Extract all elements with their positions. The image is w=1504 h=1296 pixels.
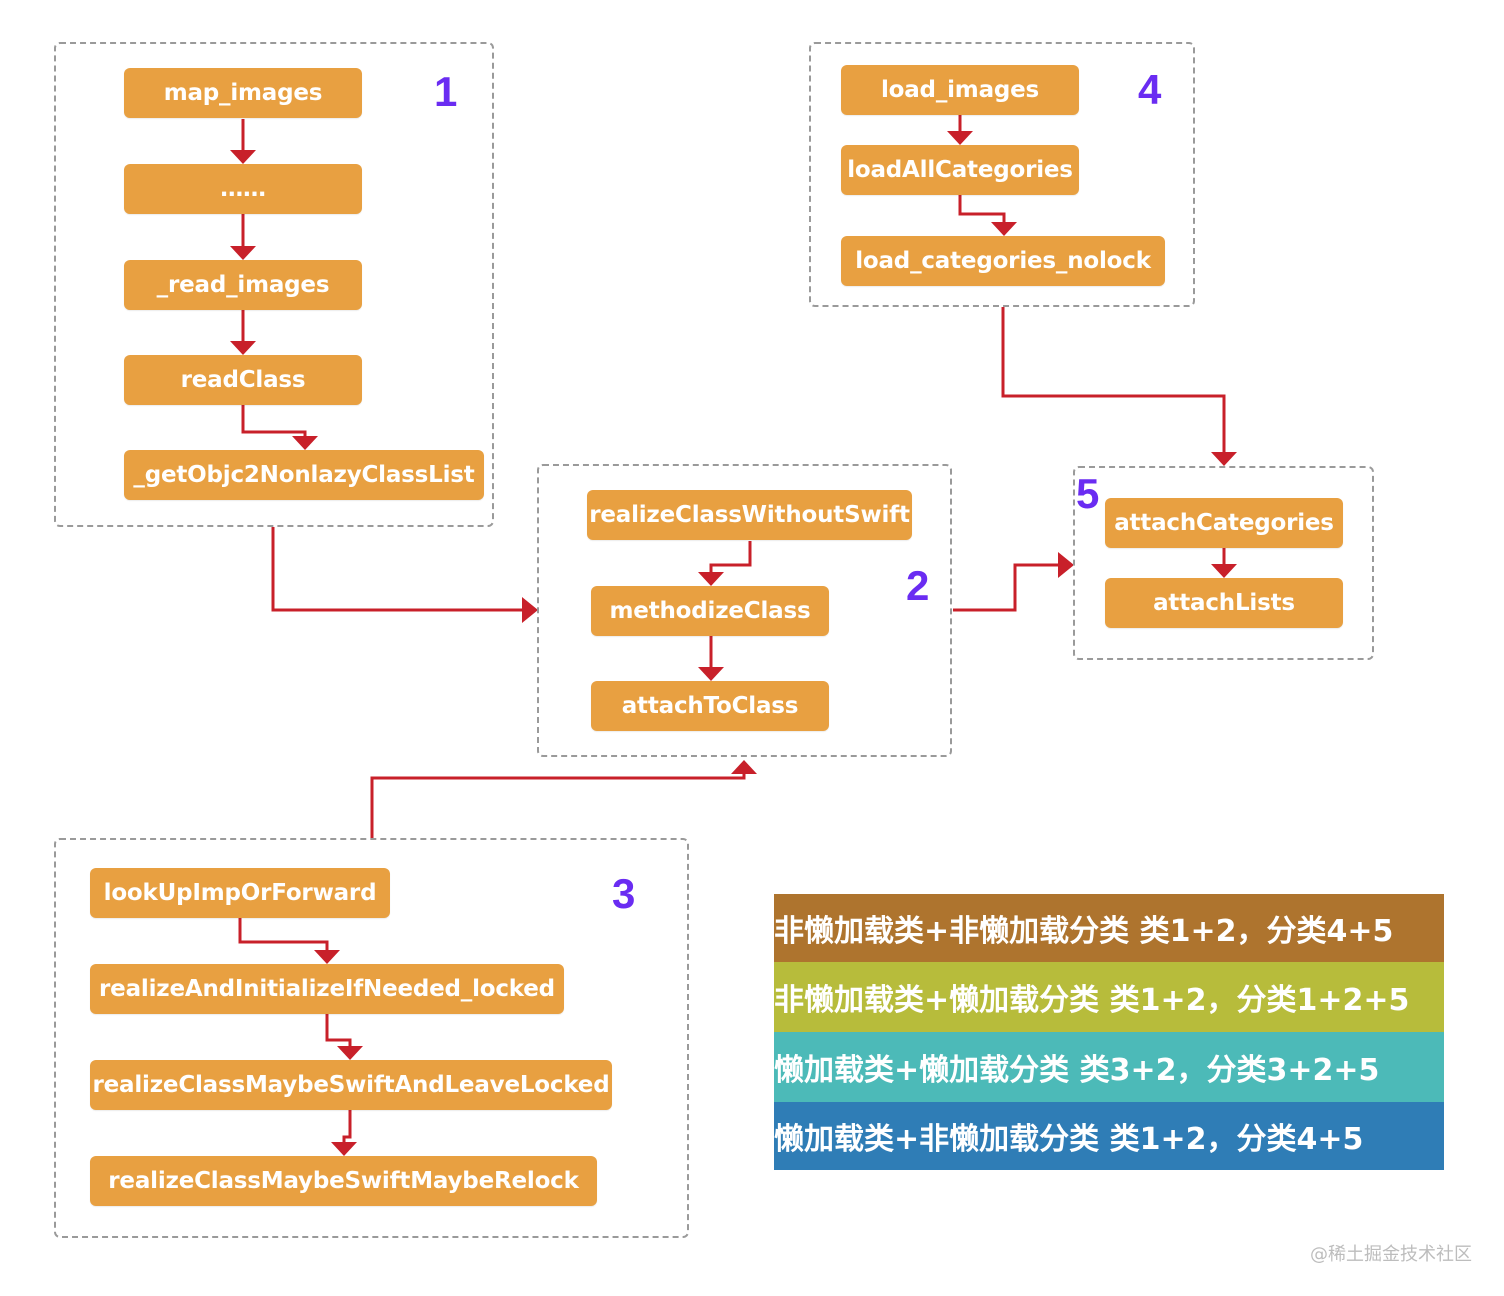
arrow-lookup-to-realizeinit <box>238 918 329 950</box>
legend-row-1: 非懒加载类+非懒加载分类 类1+2，分类4+5 <box>774 894 1444 962</box>
arrow-g4-to-g5 <box>1001 307 1226 452</box>
node-load-categories-nolock: load_categories_nolock <box>841 236 1165 286</box>
node-realize-class-maybe-swift-maybe-relock: realizeClassMaybeSwiftMaybeRelock <box>90 1156 597 1206</box>
node-map-images: map_images <box>124 68 362 118</box>
node-lookup-imp-or-forward: lookUpImpOrForward <box>90 868 390 918</box>
group-1-number: 1 <box>434 68 458 115</box>
arrowhead <box>331 1142 357 1156</box>
arrowhead <box>230 246 256 260</box>
arrowhead <box>698 667 724 681</box>
node-load-images: load_images <box>841 65 1079 115</box>
group-2-number: 2 <box>906 562 930 609</box>
arrowhead <box>292 436 318 450</box>
arrow-leavelocked-to-relock <box>342 1109 352 1142</box>
group-4 <box>809 42 1195 307</box>
group-5 <box>1073 466 1374 660</box>
arrow-loadall-to-loadcat <box>958 193 1006 222</box>
group-5-number: 5 <box>1076 470 1100 517</box>
node-read-class: readClass <box>124 355 362 405</box>
group-3 <box>54 838 689 1238</box>
legend-row-4: 懒加载类+非懒加载分类 类1+2，分类4+5 <box>774 1102 1444 1170</box>
arrowhead <box>1211 564 1237 578</box>
group-3-number: 3 <box>612 870 636 917</box>
node-attach-to-class: attachToClass <box>591 681 829 731</box>
node-load-all-categories: loadAllCategories <box>841 145 1079 195</box>
legend-row-3: 懒加载类+懒加载分类 类3+2，分类3+2+5 <box>774 1032 1444 1102</box>
node-attach-lists: attachLists <box>1105 578 1343 628</box>
group-2 <box>537 464 952 757</box>
watermark: @稀土掘金技术社区 <box>1310 1244 1472 1265</box>
arrowhead <box>314 950 340 964</box>
arrowhead <box>698 572 724 586</box>
node-realize-and-initialize-if-needed-locked: realizeAndInitializeIfNeeded_locked <box>90 964 564 1014</box>
node-methodize-class: methodizeClass <box>591 586 829 636</box>
node-ellipsis: …… <box>124 164 362 214</box>
arrowhead <box>1058 552 1074 578</box>
arrowhead <box>731 760 757 774</box>
node-getobjc2-nonlazy-class-list: _getObjc2NonlazyClassList <box>124 450 484 500</box>
arrow-readclass-to-getobjc <box>241 405 307 438</box>
arrow-g1-to-g2 <box>271 527 524 612</box>
group-1 <box>54 42 494 527</box>
arrowhead <box>230 150 256 164</box>
node-attach-categories: attachCategories <box>1105 498 1343 548</box>
arrowhead <box>991 222 1017 236</box>
arrow-realize-to-methodize <box>709 541 752 572</box>
node-realize-class-maybe-swift-and-leave-locked: realizeClassMaybeSwiftAndLeaveLocked <box>90 1060 612 1110</box>
arrow-g3-to-g2 <box>370 772 746 838</box>
node-read-images: _read_images <box>124 260 362 310</box>
node-realize-class-without-swift: realizeClassWithoutSwift <box>587 490 912 540</box>
arrowhead <box>522 597 538 623</box>
arrow-realizeinit-to-leavelocked <box>325 1014 352 1046</box>
arrowhead <box>1211 452 1237 466</box>
arrowhead <box>947 131 973 145</box>
arrow-g2-to-g5 <box>953 563 1060 612</box>
arrowhead <box>337 1046 363 1060</box>
legend-row-2: 非懒加载类+懒加载分类 类1+2，分类1+2+5 <box>774 962 1444 1032</box>
group-4-number: 4 <box>1138 66 1162 113</box>
arrowhead <box>230 341 256 355</box>
